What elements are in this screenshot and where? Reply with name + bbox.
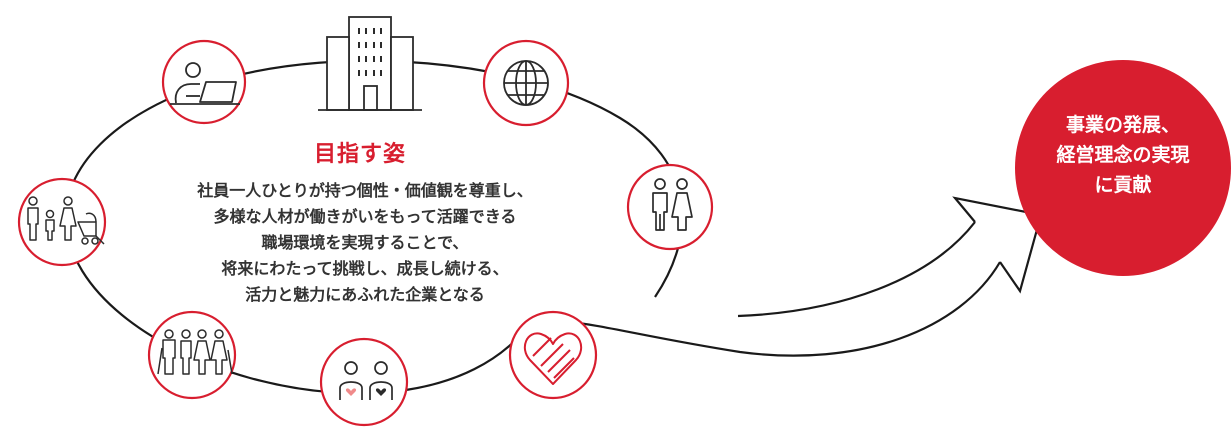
two-people-hearts-icon [319, 337, 409, 427]
center-title: 目指す姿 [313, 142, 406, 167]
center-line: 活力と魅力にあふれた企業となる [245, 285, 485, 304]
family-with-stroller-icon [17, 177, 107, 267]
goal-text: 事業の発展、 経営理念の実現 に貢献 [1036, 110, 1210, 200]
globe-icon [482, 39, 570, 127]
dark-heart-icon [375, 388, 387, 396]
person-at-laptop-icon [161, 39, 247, 125]
center-line: 社員一人ひとりが持つ個性・価値観を尊重し、 [197, 181, 533, 200]
center-line: 将来にわたって挑戦し、成長し続ける、 [221, 259, 509, 278]
center-line: 職場環境を実現することで、 [261, 233, 469, 252]
center-description: 社員一人ひとりが持つ個性・価値観を尊重し、 多様な人材が働きがいをもって活躍でき… [150, 178, 580, 308]
building-icon [318, 16, 422, 111]
goal-line: に貢献 [1094, 174, 1152, 196]
arrow-band-upper [737, 221, 976, 318]
goal-line: 事業の発展、 [1065, 114, 1180, 136]
goal-line: 経営理念の実現 [1056, 144, 1190, 166]
pink-heart-icon [345, 388, 357, 396]
center-line: 多様な人材が働きがいをもって活躍できる [213, 207, 517, 226]
heart-handshake-icon [508, 310, 598, 400]
goal-circle [1015, 60, 1231, 276]
elderly-family-icon [147, 310, 237, 400]
man-and-woman-icon [626, 163, 714, 251]
